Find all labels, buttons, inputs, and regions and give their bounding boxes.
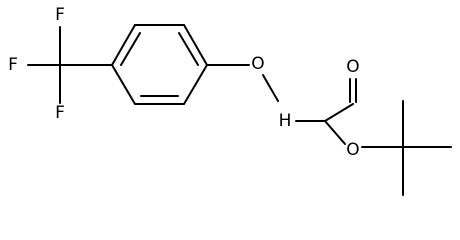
ring-bond-4	[183, 64, 208, 105]
bond-o-n	[262, 74, 279, 102]
atom-o-carbonyl: O	[346, 57, 359, 77]
ring-bond-1	[111, 24, 136, 66]
molecule-diagram: F F F O N H O O	[8, 5, 452, 196]
atom-f-top: F	[55, 5, 65, 25]
ring-double-bond-2	[178, 32, 199, 66]
atom-o-ester: O	[346, 140, 359, 160]
atom-f-left: F	[8, 55, 18, 75]
atom-nh: H	[279, 111, 292, 131]
atom-o-ether: O	[251, 54, 264, 74]
ring-double-bond-1	[120, 32, 141, 66]
bond-c-carbonyl	[324, 103, 354, 122]
ring-bond-3	[183, 24, 208, 66]
atom-f-bottom: F	[55, 103, 65, 123]
ring-bond-6	[111, 64, 136, 105]
bond-c-to-oester	[324, 120, 346, 145]
